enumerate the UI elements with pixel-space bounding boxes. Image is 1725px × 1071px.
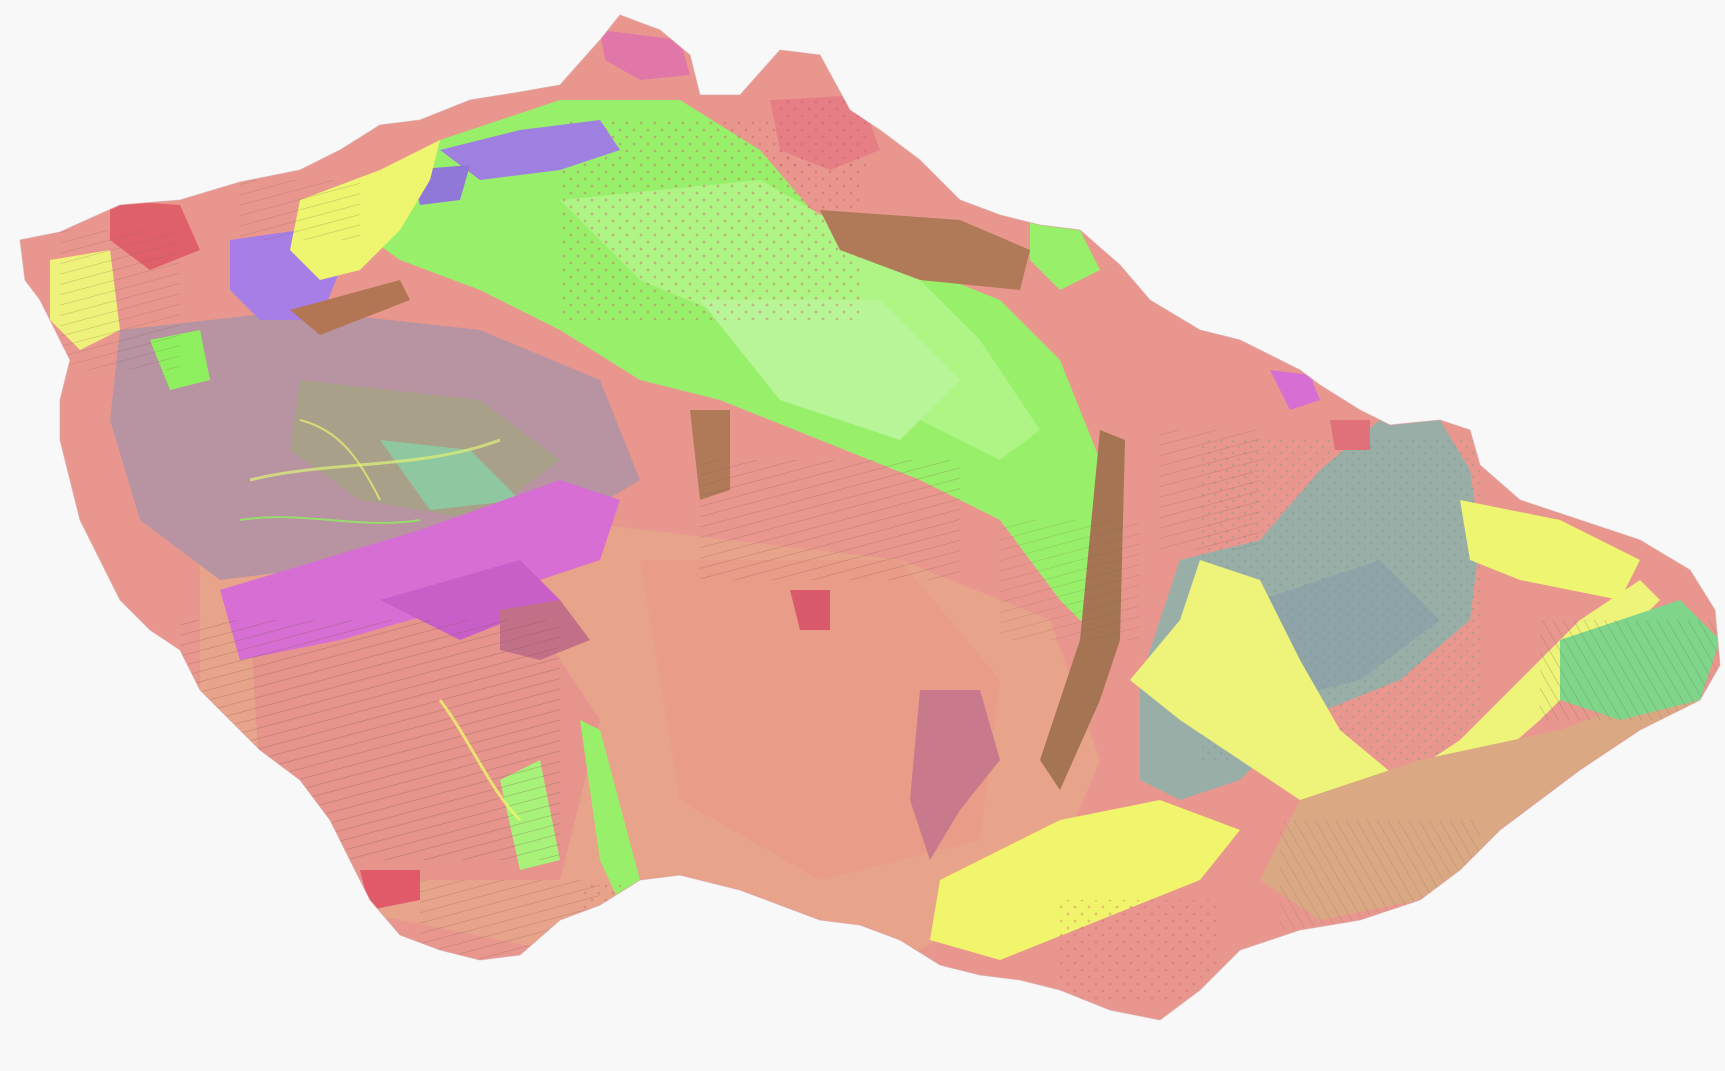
- unit-brown-ridge: [820, 210, 1030, 290]
- unit-volcanic-north: [440, 120, 620, 180]
- unit-bohemian-cretaceous: [330, 100, 1120, 640]
- unit-yellow-moravia: [1130, 560, 1660, 830]
- unit-yellow-south: [930, 800, 1240, 960]
- unit-rose-body: [910, 690, 1000, 860]
- unit-yellow-nw: [290, 140, 440, 280]
- unit-magenta: [220, 480, 620, 660]
